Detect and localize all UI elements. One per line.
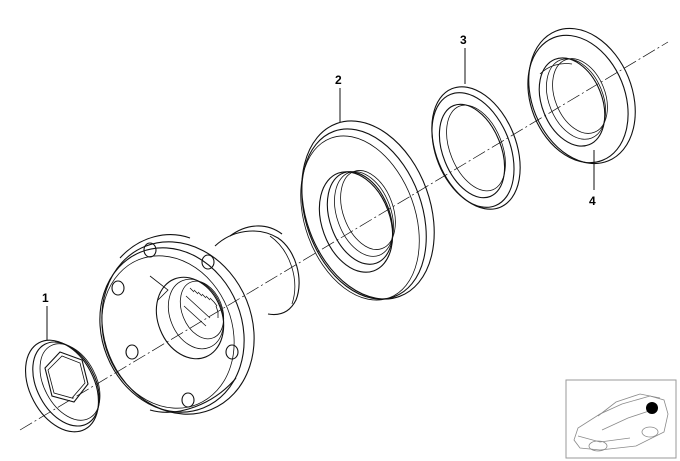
drive-flange-hub[interactable] [76,219,300,438]
center-axis [19,41,669,431]
part-1-hex-ring[interactable] [11,328,114,445]
part-4-shaft-seal[interactable] [509,12,654,179]
location-marker-icon [646,402,658,414]
car-location-icon [565,379,677,459]
part-3-ring[interactable] [415,74,537,223]
part-number-2: 2 [335,73,342,87]
part-number-4: 4 [589,194,596,208]
part-2-large-seal[interactable] [278,102,457,317]
part-number-3: 3 [460,33,467,47]
part-number-1: 1 [42,291,49,305]
